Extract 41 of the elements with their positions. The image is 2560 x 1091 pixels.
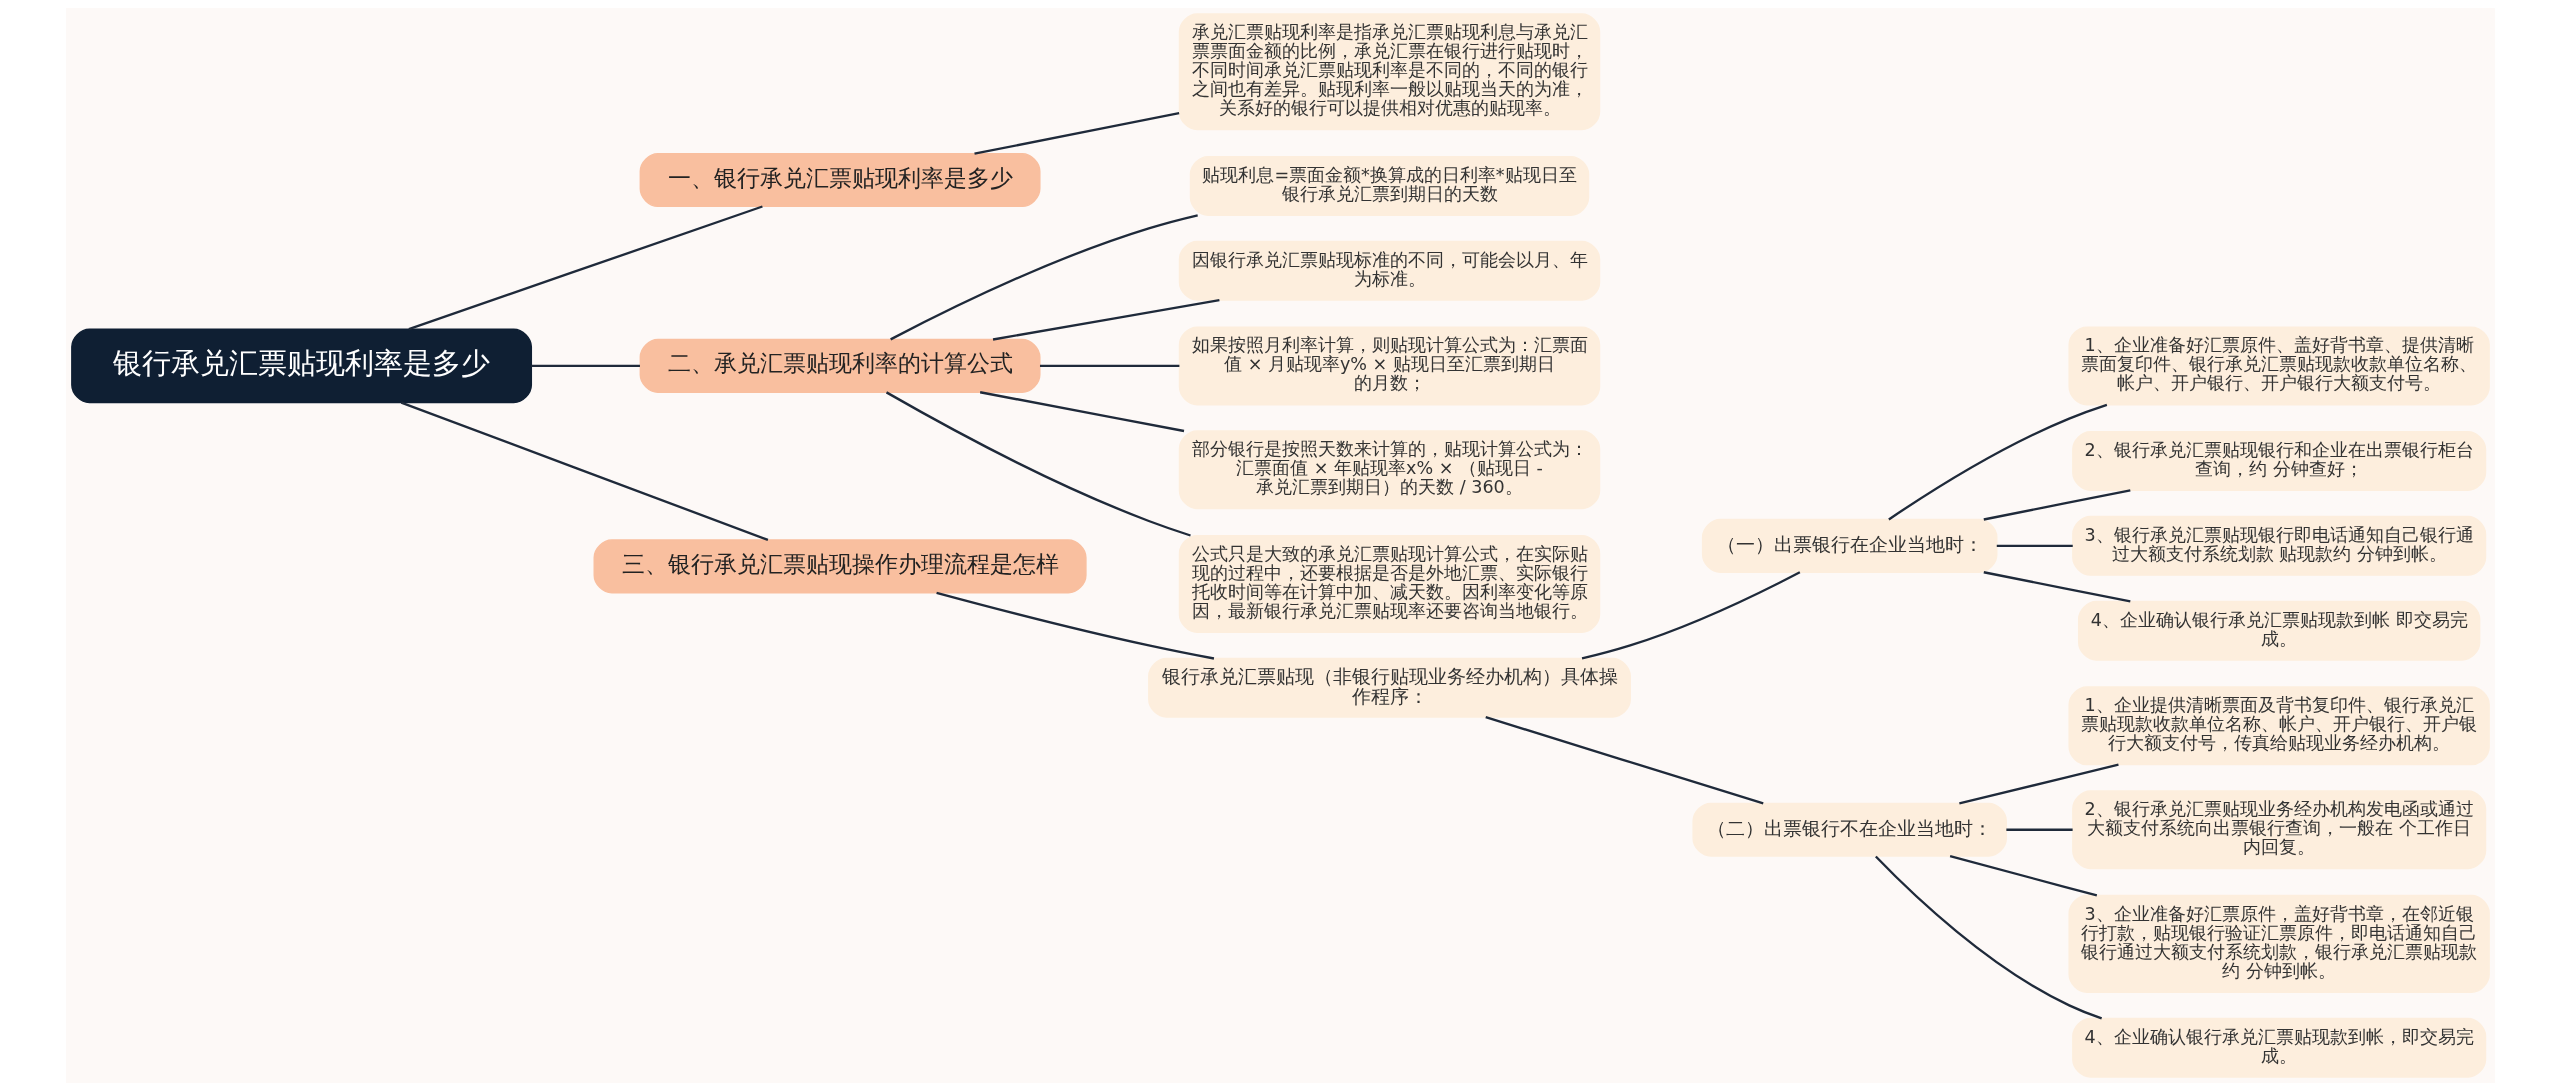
node-box: 银行承兑汇票贴现利率是多少: [70, 328, 532, 404]
node-box: 2、银行承兑汇票贴现业务经办机构发电函或通过大额支付系统向出票银行查询，一般在 个工作日内回复。: [2071, 790, 2486, 870]
connector: [992, 298, 1220, 341]
node-box: 4、企业确认银行承兑汇票贴现款到帐，即交易完成。: [2071, 1017, 2486, 1078]
connector: [1581, 571, 1800, 660]
node-box: 1、企业提供清晰票面及背书复印件、银行承兑汇票贴现款收款单位名称、帐户、开户银行、开户银行大额支付号，传真给贴现业务经办机构。: [2067, 686, 2490, 766]
connector: [1958, 763, 2119, 805]
node-box: 二、承兑汇票贴现利率的计算公式: [639, 338, 1040, 393]
connector: [400, 401, 768, 541]
connector: [935, 591, 1214, 660]
node-box: 3、企业准备好汇票原件，盖好背书章，在邻近银行打款，贴现银行验证汇票原件，即电话通知自己银行通过大额支付系统划款，银行承兑汇票贴现款约 分钟到帐。: [2067, 894, 2490, 993]
node-box: 4、企业确认银行承兑汇票贴现款到帐 即交易完成。: [2077, 600, 2480, 661]
connector: [407, 205, 763, 331]
connector: [1039, 364, 1179, 368]
connector: [2005, 828, 2073, 831]
connector: [979, 391, 1184, 433]
connector: [973, 112, 1179, 155]
node-box: 贴现利息=票面金额*换算成的日利率*贴现日至银行承兑汇票到期日的天数: [1189, 155, 1589, 216]
connector: [1949, 855, 2097, 897]
node-box: 如果按照月利率计算，则贴现计算公式为：汇票面值 × 月贴现率y% × 贴现日至汇票到期日的月数；: [1178, 326, 1600, 406]
node-box: 一、银行承兑汇票贴现利率是多少: [639, 153, 1040, 208]
connector: [1484, 716, 1764, 805]
connector: [1887, 403, 2107, 521]
node-box: 2、银行承兑汇票贴现银行和企业在出票银行柜台查询，约 分钟查好；: [2071, 431, 2486, 491]
connector: [530, 364, 640, 368]
node-box: 1、企业准备好汇票原件、盖好背书章、提供清晰票面复印件、银行承兑汇票贴现款收款单位名称、帐户、开户银行、开户银行大额支付号。: [2067, 326, 2490, 406]
connector: [885, 391, 1191, 537]
node-box: （二）出票银行不在企业当地时：: [1691, 802, 2007, 857]
node-box: 因银行承兑汇票贴现标准的不同，可能会以月、年为标准。: [1178, 240, 1600, 301]
connector: [1983, 489, 2131, 521]
connector: [1983, 571, 2131, 603]
node-box: 银行承兑汇票贴现（非银行贴现业务经办机构）具体操作程序：: [1147, 657, 1631, 718]
connector: [1874, 855, 2102, 1020]
connector: [1996, 544, 2073, 548]
node-box: 公式只是大致的承兑汇票贴现计算公式，在实际贴现的过程中，还要根据是否是外地汇票、实际银行托收时间等在计算中加、减天数。因利率变化等原因，最新银行承兑汇票贴现率还要咨询当地银行。: [1178, 534, 1600, 633]
connector: [889, 214, 1198, 341]
node-box: 承兑汇票贴现利率是指承兑汇票贴现利息与承兑汇票票面金额的比例，承兑汇票在银行进行贴现时，不同时间承兑汇票贴现利率是不同的，不同的银行之间也有差异。贴现利率一般以贴现当天的为准，关系好的银行可以提供相对优惠的贴现率。: [1178, 13, 1600, 131]
node-box: （一）出票银行在企业当地时：: [1701, 518, 1997, 573]
node-box: 三、银行承兑汇票贴现操作办理流程是怎样: [593, 539, 1087, 594]
node-box: 3、银行承兑汇票贴现银行即电话通知自己银行通过大额支付系统划款 贴现款约 分钟到帐。: [2071, 515, 2486, 576]
node-box: 部分银行是按照天数来计算的，贴现计算公式为：汇票面值 × 年贴现率x% × （贴现日 - 承兑汇票到期日）的天数 / 360。: [1178, 430, 1600, 510]
